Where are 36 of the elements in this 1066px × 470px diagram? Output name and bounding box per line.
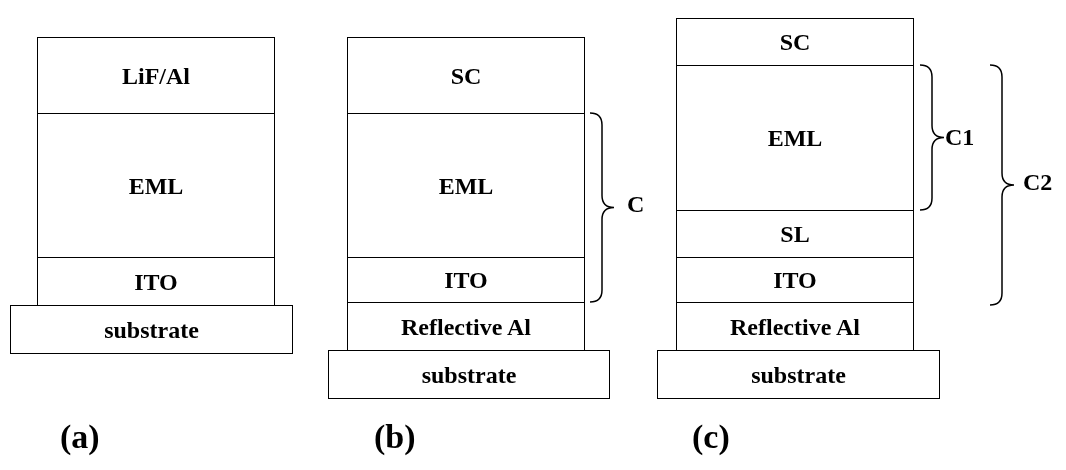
brace-label: C	[627, 192, 645, 216]
panel-label: (c)	[692, 420, 730, 454]
brace-label: C2	[1023, 170, 1053, 194]
layer-label: Reflective Al	[730, 314, 860, 339]
layer-box	[328, 350, 610, 399]
layer-label: SL	[780, 222, 810, 246]
layer-label: substrate	[421, 362, 517, 387]
layer-label: substrate	[751, 362, 846, 387]
layer-label: ITO	[134, 269, 178, 294]
layer-box	[37, 37, 275, 114]
layer-box	[676, 302, 914, 351]
layer-label: LiF/Al	[122, 63, 190, 88]
layer-box	[657, 350, 940, 399]
layer-box	[676, 18, 914, 66]
layer-label: ITO	[444, 268, 488, 292]
layer-box	[676, 210, 914, 258]
layer-box	[10, 305, 293, 354]
layer-box	[347, 257, 585, 303]
layer-label: SC	[779, 30, 811, 54]
layer-label: ITO	[773, 268, 817, 292]
panel-label: (b)	[374, 420, 416, 454]
layer-box	[37, 257, 275, 306]
layer-label: SC	[450, 63, 482, 88]
layer-label: EML	[128, 173, 184, 198]
layer-box	[347, 37, 585, 114]
layer-box	[676, 257, 914, 303]
layer-box	[37, 113, 275, 258]
layer-label: substrate	[104, 317, 199, 342]
panel-label: (a)	[60, 420, 100, 454]
layer-box	[676, 65, 914, 211]
layer-label: Reflective Al	[401, 314, 531, 339]
layer-label: EML	[767, 126, 823, 150]
layer-box	[347, 302, 585, 351]
layer-box	[347, 113, 585, 258]
brace-label: C1	[945, 125, 975, 149]
layer-label: EML	[438, 173, 494, 198]
